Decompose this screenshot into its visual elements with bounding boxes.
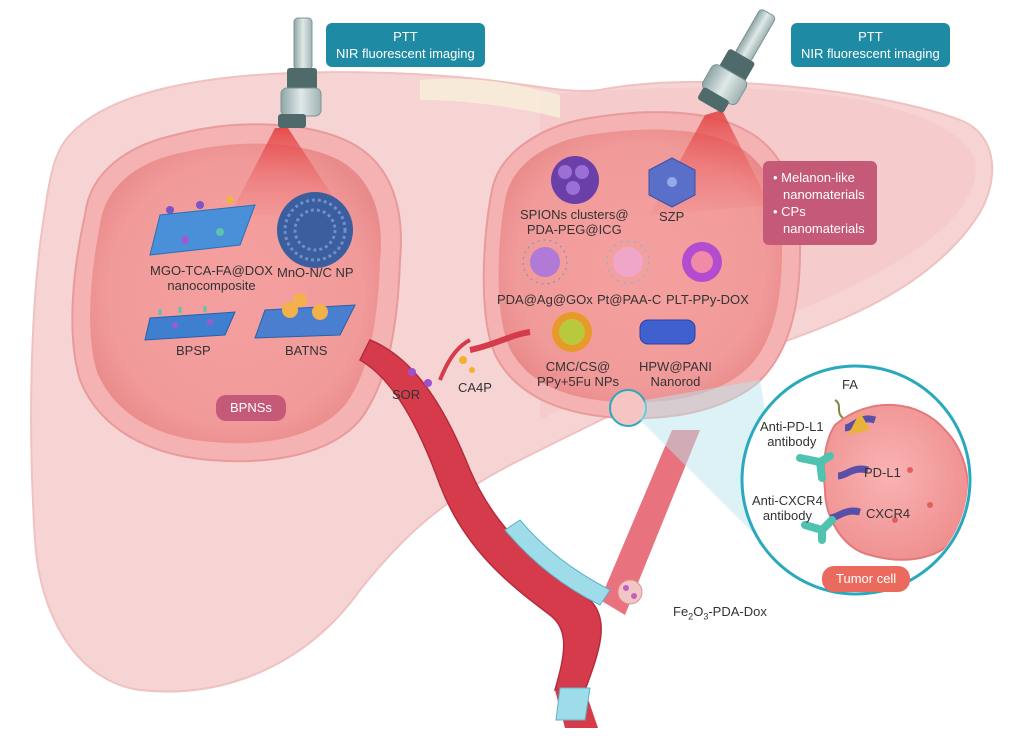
- tumor-cell-highlight: [609, 389, 647, 427]
- pda-label: PDA@Ag@GOx: [497, 292, 593, 307]
- pdl1-label: PD-L1: [864, 465, 901, 480]
- material-classes-box: • Melanon-like nanomaterials • CPs nanom…: [763, 161, 877, 245]
- zoom-circle: [740, 364, 972, 596]
- bpns-group-label: BPNSs: [216, 395, 286, 421]
- szp-icon: [648, 157, 696, 208]
- left-probe-line2: NIR fluorescent imaging: [336, 46, 475, 61]
- right-probe-line1: PTT: [858, 29, 883, 44]
- right-probe-tag: PTT NIR fluorescent imaging: [791, 23, 950, 67]
- anti-pdl1-label: Anti-PD-L1 antibody: [760, 419, 824, 449]
- anti-cxcr4-label: Anti-CXCR4 antibody: [752, 493, 823, 523]
- mno-nc-np-icon: [277, 192, 353, 268]
- left-probe-icon: [278, 17, 322, 128]
- pda-ag-gox-icon: [522, 239, 568, 285]
- pt-label: Pt@PAA-C: [597, 292, 662, 307]
- fa-label: FA: [842, 377, 858, 392]
- hpw-label: HPW@PANI Nanorod: [639, 359, 712, 389]
- plt-label: PLT-PPy-DOX: [666, 292, 749, 307]
- right-probe-line2: NIR fluorescent imaging: [801, 46, 940, 61]
- mgo-label: MGO-TCA-FA@DOX nanocomposite: [150, 263, 273, 293]
- tumor-cell-label: Tumor cell: [822, 566, 911, 592]
- szp-label: SZP: [659, 209, 685, 224]
- sor-label: SOR: [392, 387, 421, 402]
- bpsp-icon: [144, 306, 236, 341]
- pt-paa-c-icon: [606, 240, 650, 284]
- bpsp-label: BPSP: [176, 343, 211, 358]
- mno-label: MnO-N/C NP: [277, 265, 354, 280]
- spions-clusters-icon: [551, 156, 599, 204]
- spions-label: SPIONs clusters@ PDA-PEG@ICG: [520, 207, 629, 237]
- fe-pda-dox-label: Fe2O3-PDA-Dox: [673, 604, 767, 622]
- blood-vessel: [359, 329, 700, 728]
- plt-ppy-dox-icon: [682, 242, 722, 282]
- left-probe-tag: PTT NIR fluorescent imaging: [326, 23, 485, 67]
- hpw-pani-nanorod-icon: [639, 319, 696, 345]
- mgo-nanocomposite-icon: [149, 196, 256, 256]
- cmc-cs-ppy-icon: [552, 312, 592, 352]
- cxcr4-label: CXCR4: [866, 506, 911, 521]
- right-probe-icon: [698, 9, 776, 113]
- ca4p-label: CA4P: [458, 380, 492, 395]
- left-probe-line1: PTT: [393, 29, 418, 44]
- cmc-label: CMC/CS@ PPy+5Fu NPs: [537, 359, 620, 389]
- batns-icon: [254, 293, 356, 339]
- batns-label: BATNS: [285, 343, 328, 358]
